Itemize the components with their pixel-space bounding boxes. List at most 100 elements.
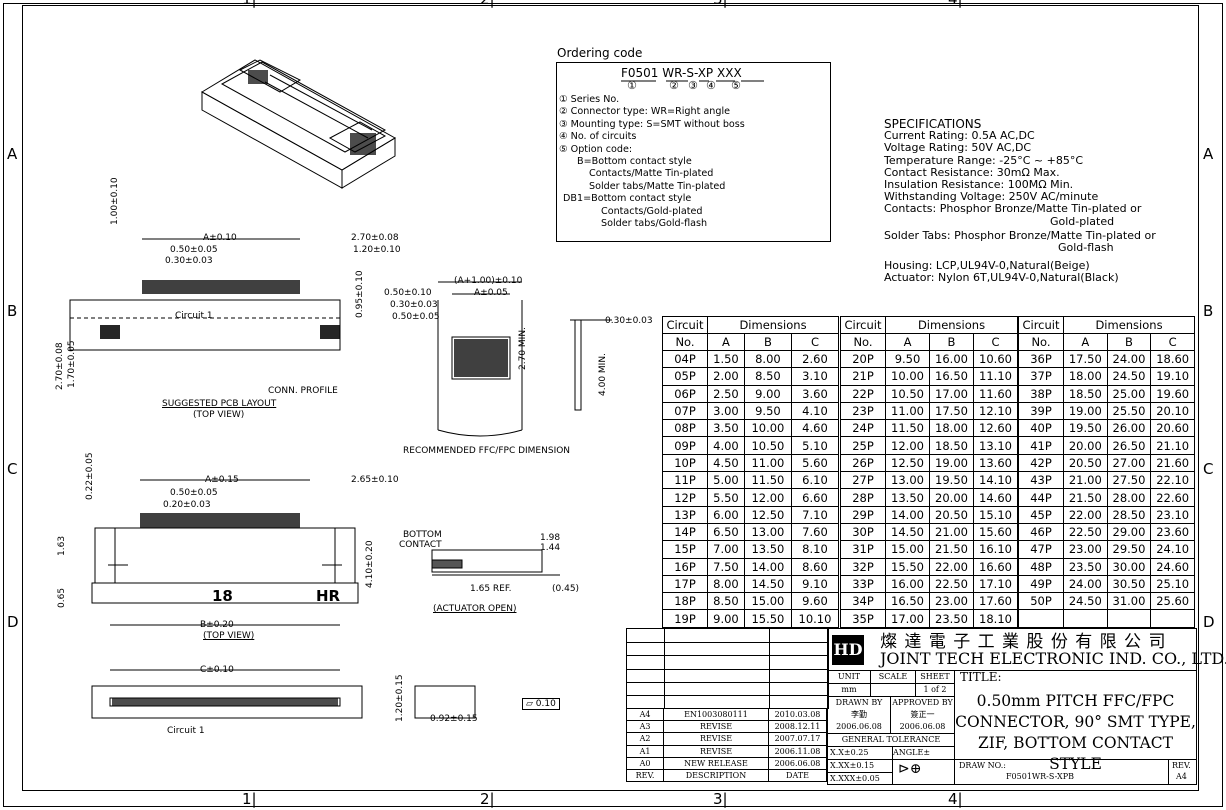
table-cell: 5.00: [707, 471, 745, 490]
label-ffc-title: RECOMMENDED FFC/FPC DIMENSION: [403, 446, 571, 456]
header-no: No.: [840, 333, 886, 351]
header-c: C: [790, 333, 840, 351]
table-cell: 15.60: [973, 522, 1018, 542]
table-cell: 11P: [662, 471, 708, 490]
revision-cell: REV.: [626, 768, 664, 783]
label-ffc-050: 0.50±0.10: [384, 288, 432, 298]
table-cell: 37P: [1018, 367, 1064, 386]
label-ffc-270: 2.70 MIN.: [518, 327, 528, 370]
table-cell: 20.50: [1063, 453, 1108, 473]
table-cell: 46P: [1018, 522, 1064, 542]
table-cell: 49P: [1018, 574, 1064, 594]
table-cell: 16.50: [885, 592, 930, 611]
table-cell: 15.00: [743, 592, 792, 611]
flatness-icon: ▱: [526, 699, 533, 709]
header-circuit: Circuit: [840, 316, 886, 334]
table-row: [1018, 609, 1195, 628]
table-cell: 24.60: [1150, 557, 1195, 576]
label-165: 1.65 REF.: [470, 584, 512, 594]
table-cell: 9.60: [790, 592, 840, 611]
table-cell: 10P: [662, 453, 708, 473]
table-cell: 9.10: [790, 574, 840, 594]
table-cell: 23.60: [1150, 522, 1195, 542]
label-top-view: (TOP VIEW): [193, 410, 245, 420]
table-cell: 31P: [840, 540, 886, 559]
table-cell: 21P: [840, 367, 886, 386]
label-ffc-a005: A±0.05: [474, 288, 508, 298]
table-cell: 20.10: [1150, 401, 1195, 421]
header-circuit: Circuit: [1018, 316, 1064, 334]
table-cell: 2.60: [790, 349, 840, 369]
table-cell: 18.50: [929, 436, 974, 455]
table-cell: 18.00: [1063, 367, 1108, 386]
table-cell: 06P: [662, 384, 708, 403]
table-cell: 24.50: [1063, 592, 1108, 611]
header-dimensions: Dimensions: [707, 316, 839, 334]
table-cell: 08P: [662, 419, 708, 438]
revision-cell: A0: [626, 756, 664, 770]
table-cell: 48P: [1018, 557, 1064, 576]
table-cell: 41P: [1018, 436, 1064, 455]
table-cell: 11.00: [743, 453, 792, 473]
table-cell: 14.10: [973, 471, 1018, 490]
table-cell: 5.50: [707, 488, 745, 507]
table-cell: 15.10: [973, 505, 1018, 524]
table-cell: 18.00: [929, 419, 974, 438]
label-c-092: 0.92±0.15: [430, 714, 478, 724]
table-cell: [1018, 609, 1064, 628]
table-cell: 30P: [840, 522, 886, 542]
table-cell: 47P: [1018, 540, 1064, 559]
table-cell: 17.00: [929, 384, 974, 403]
table-cell: [1106, 609, 1152, 628]
revision-cell: NEW RELEASE: [663, 756, 769, 770]
table-cell: 27P: [840, 471, 886, 490]
table-cell: 27.50: [1106, 471, 1152, 490]
table-cell: 36P: [1018, 349, 1064, 369]
table-cell: 19P: [662, 609, 708, 628]
table-cell: 23P: [840, 401, 886, 421]
revision-cell: DESCRIPTION: [663, 768, 769, 783]
table-cell: 5.60: [790, 453, 840, 473]
table-cell: 12.00: [885, 436, 930, 455]
table-cell: 29.00: [1106, 522, 1152, 542]
table-cell: 3.00: [707, 401, 745, 421]
table-cell: 10.00: [885, 367, 930, 386]
revision-cell: DATE: [768, 768, 827, 783]
label-030: 0.30±0.03: [165, 256, 213, 266]
header-a: A: [1063, 333, 1108, 351]
table-cell: 18.60: [1150, 349, 1195, 369]
table-cell: [1063, 609, 1108, 628]
table-cell: 8.00: [707, 574, 745, 594]
table-cell: 2.00: [707, 367, 745, 386]
drawing-number: F0501WR-S-XPB: [1006, 772, 1075, 781]
table-cell: 3.10: [790, 367, 840, 386]
table-cell: 28.00: [1106, 488, 1152, 507]
table-cell: 13.10: [973, 436, 1018, 455]
table-cell: 17.10: [973, 574, 1018, 594]
table-cell: 7.60: [790, 522, 840, 542]
revision-cell: A1: [626, 744, 664, 758]
table-cell: 20P: [840, 349, 886, 369]
table-cell: 23.10: [1150, 505, 1195, 524]
revision-cell: 2006.06.08: [768, 756, 827, 770]
table-cell: 6.50: [707, 522, 745, 542]
table-cell: 14.50: [885, 522, 930, 542]
revision-cell: A3: [626, 720, 664, 734]
table-cell: 15.00: [885, 540, 930, 559]
table-cell: 4.50: [707, 453, 745, 473]
